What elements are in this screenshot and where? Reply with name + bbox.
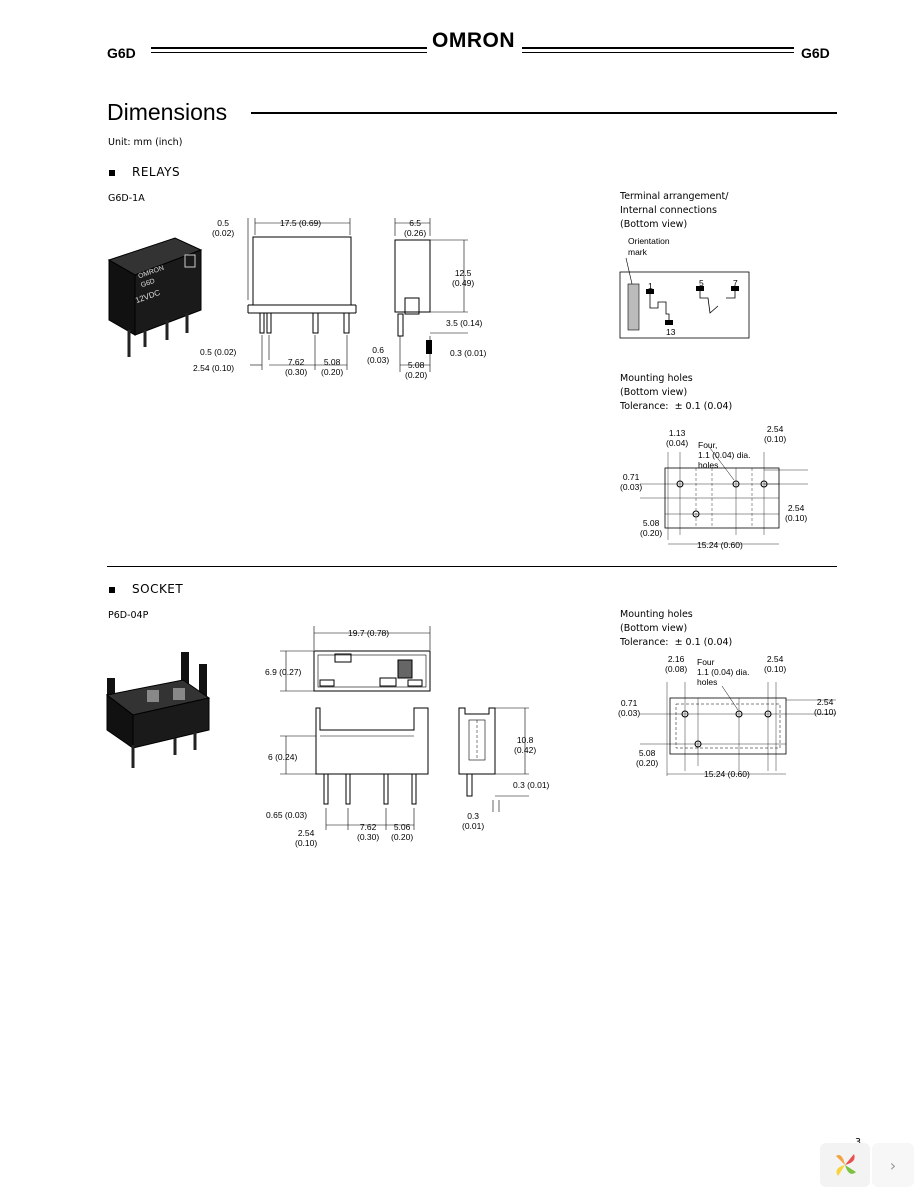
dim-smount-254: 2.54(0.10) [764, 654, 787, 674]
socket-top-view [280, 626, 431, 692]
header-rule-right-thin [522, 52, 794, 53]
relay-mounting-title: Mounting holes (Bottom view) Tolerance: … [620, 373, 733, 412]
pin-5: 5 [699, 278, 704, 288]
dim-mount-1524: 15.24 (0.60) [697, 540, 743, 550]
dim-socket-197: 19.7 (0.78) [348, 628, 390, 638]
section-divider [107, 566, 837, 567]
relays-section-label: RELAYS [132, 165, 181, 179]
title-rule [251, 112, 837, 114]
dim-smount-216: 2.16(0.08) [665, 654, 688, 674]
dim-socket-762: 7.62(0.30) [357, 822, 380, 842]
dim-socket-108: 10.8(0.42) [514, 735, 537, 755]
omron-logo: OMRON [432, 29, 515, 52]
dim-mount-254: 2.54(0.10) [764, 424, 787, 444]
dim-relay-05b: 0.5 (0.02) [200, 347, 237, 357]
dim-mount-508: 5.08(0.20) [640, 518, 663, 538]
dim-mount-254b: 2.54(0.10) [785, 503, 808, 523]
dim-socket-03: 0.3 (0.01) [513, 780, 550, 790]
terminal-title: Terminal arrangement/ Internal connectio… [620, 191, 729, 230]
socket-mounting-diagram [640, 682, 836, 776]
relay-side-view [247, 218, 357, 370]
relays-model: G6D-1A [108, 193, 145, 204]
dim-relay-254: 2.54 (0.10) [193, 363, 235, 373]
dim-relay-762: 7.62(0.30) [285, 357, 308, 377]
dim-smount-071: 0.71(0.03) [618, 698, 641, 718]
chevron-right-icon: › [889, 1155, 897, 1175]
dim-smount-508: 5.08(0.20) [636, 748, 659, 768]
dim-socket-506: 5.06(0.20) [391, 822, 414, 842]
dim-socket-6: 6 (0.24) [268, 752, 298, 762]
viewer-logo-button[interactable] [820, 1143, 870, 1187]
header-model-right: G6D [801, 45, 830, 61]
dim-relay-03: 0.3 (0.01) [450, 348, 487, 358]
pin-13: 13 [666, 327, 676, 337]
relay-end-view [394, 218, 468, 372]
dim-relay-508: 5.08(0.20) [321, 357, 344, 377]
relay-photo [107, 237, 203, 357]
header-rule-right [522, 47, 794, 49]
dim-socket-065: 0.65 (0.03) [266, 810, 308, 820]
dim-relay-05: 0.5(0.02) [212, 218, 235, 238]
header-model-left: G6D [107, 45, 136, 61]
dim-relay-06: 0.6(0.03) [367, 345, 390, 365]
header-rule-left-thin [151, 52, 427, 53]
pin-1: 1 [648, 281, 653, 291]
dim-smount-1524: 15.24 (0.60) [704, 769, 750, 779]
relay-mounting-diagram [640, 447, 808, 545]
socket-mounting-title: Mounting holes (Bottom view) Tolerance: … [620, 609, 733, 648]
dim-socket-03b: 0.3(0.01) [462, 811, 485, 831]
header-rule-left [151, 47, 427, 49]
socket-side-view [280, 707, 429, 830]
socket-model: P6D-04P [108, 610, 149, 621]
socket-bullet [109, 587, 115, 593]
dim-socket-69: 6.9 (0.27) [265, 667, 302, 677]
dim-mount-071: 0.71(0.03) [620, 472, 643, 492]
dim-relay-end-508: 5.08(0.20) [405, 360, 428, 380]
dim-mount-113: 1.13(0.04) [666, 428, 689, 448]
page-title: Dimensions [107, 99, 228, 125]
socket-end-view [458, 707, 529, 812]
pin-7: 7 [733, 278, 738, 288]
orientation-mark-label: Orientation mark [628, 236, 670, 257]
pinwheel-icon [836, 1154, 856, 1176]
next-page-button[interactable]: › [872, 1143, 914, 1187]
relays-bullet [109, 170, 115, 176]
dim-relay-125: 12.5(0.49) [452, 268, 475, 288]
socket-section-label: SOCKET [132, 582, 184, 596]
page-number: 3 [855, 1136, 861, 1150]
mount-holes-note: Four,1.1 (0.04) dia.holes [698, 440, 751, 470]
dim-smount-254b: 2.54(0.10) [814, 697, 837, 717]
dim-relay-65: 6.5(0.26) [404, 218, 427, 238]
dim-socket-254: 2.54(0.10) [295, 828, 318, 848]
dim-relay-175: 17.5 (0.69) [280, 218, 322, 228]
socket-photo [105, 652, 211, 768]
unit-note: Unit: mm (inch) [108, 137, 183, 148]
terminal-diagram [619, 257, 750, 339]
dim-relay-35: 3.5 (0.14) [446, 318, 483, 328]
